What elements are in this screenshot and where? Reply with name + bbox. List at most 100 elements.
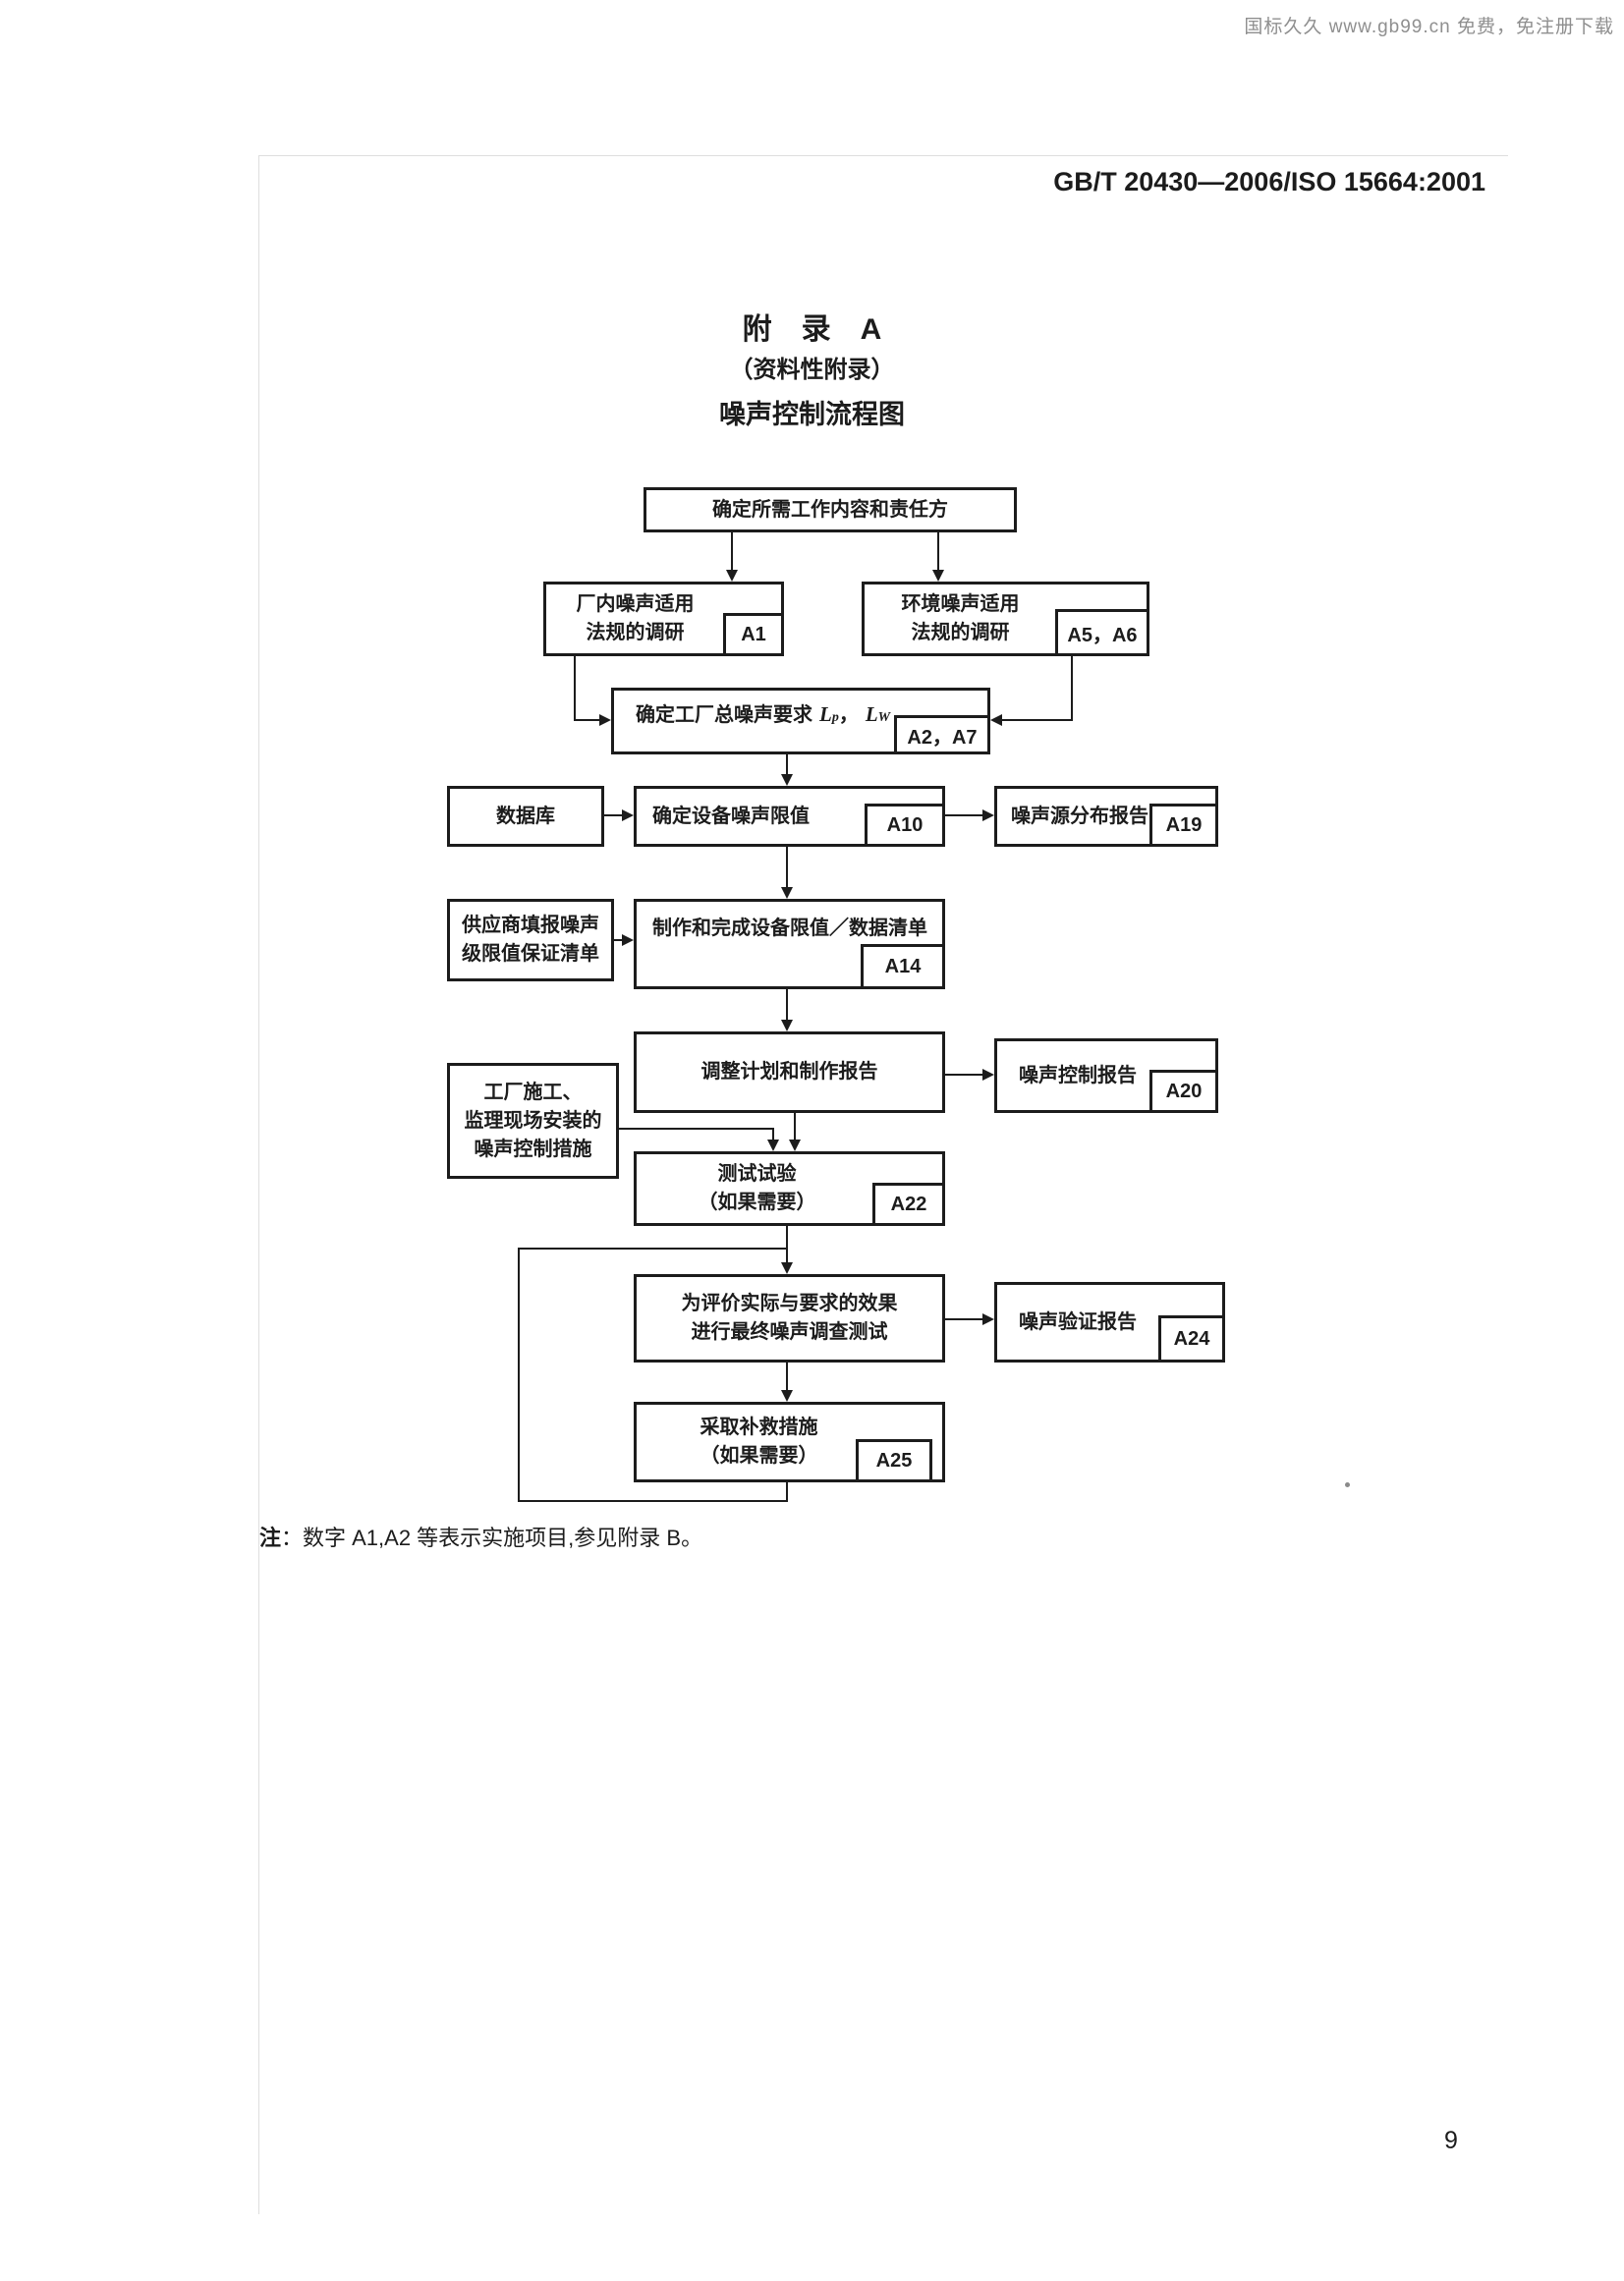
arrowhead-down [781,1390,793,1402]
box-label-line: 调整计划和制作报告 [700,1061,878,1083]
flow-box-noise-control-report: 噪声控制报告 A20 [994,1038,1218,1113]
box-label-line: 厂内噪声适用 [576,593,695,615]
activity-code: A2，A7 [894,715,990,754]
connector-line [1002,719,1073,721]
box-label-line: 采取补救措施 [700,1417,818,1438]
box-label-line: （如果需要） [698,1192,816,1213]
box-label: 确定设备噪声限值 [637,789,942,844]
flow-box-equipment-limit-data-list: 制作和完成设备限值／数据清单 A14 [634,899,945,989]
flow-box-supplier-noise-limit-guarantee-list: 供应商填报噪声 级限值保证清单 [447,899,614,981]
box-label: 调整计划和制作报告 [637,1034,942,1110]
flow-box-remedial-measures-if-needed: 采取补救措施 （如果需要） A25 [634,1402,945,1482]
activity-code: A5，A6 [1055,609,1149,656]
flow-box-construction-supervision-noise-control-measures: 工厂施工、 监理现场安装的 噪声控制措施 [447,1063,619,1179]
connector-line [1071,656,1073,721]
appendix-type-label: （资料性附录） [729,357,895,383]
scan-page-edge-left [258,155,259,2214]
scan-speck [1345,1482,1350,1487]
box-label: 为评价实际与要求的效果 进行最终噪声调查测试 [637,1277,942,1360]
footnote-text: ：数字 A1,A2 等表示实施项目,参见附录 B。 [281,1526,703,1550]
activity-code: A14 [861,944,945,989]
math-symbol-lp: L [819,702,832,726]
box-label: 供应商填报噪声 级限值保证清单 [450,902,611,978]
flowchart-title: 噪声控制流程图 [719,400,905,429]
connector-line [518,1248,520,1502]
connector-line [518,1500,788,1502]
connector-line [772,1128,774,1141]
connector-line [786,1482,788,1502]
box-label-line: 噪声控制报告 [1019,1064,1137,1086]
connector-line [604,814,624,816]
connector-line [614,939,624,941]
box-label: 采取补救措施 （如果需要） [637,1405,942,1479]
watermark-text: 国标久久 www.gb99.cn 免费，免注册下载 [1244,17,1614,37]
connector-line [786,1363,788,1391]
flow-box-database: 数据库 [447,786,604,847]
connector-line [574,719,601,721]
arrowhead-down [932,570,944,582]
connector-line [786,847,788,888]
box-label-line: 监理现场安装的 [464,1109,602,1132]
box-label-text: 确定工厂总噪声要求 [636,704,812,726]
footnote: 注：数字 A1,A2 等表示实施项目,参见附录 B。 [259,1521,702,1552]
arrowhead-right [982,1313,994,1325]
flow-box-noise-source-distribution-report: 噪声源分布报告 A19 [994,786,1218,847]
connector-line [518,1248,788,1250]
connector-line [945,814,984,816]
flow-box-noise-verification-report: 噪声验证报告 A24 [994,1282,1225,1363]
box-label: 测试试验 （如果需要） [637,1154,942,1223]
box-label-line: 级限值保证清单 [462,943,599,965]
box-label-line: 工厂施工、 [483,1081,583,1103]
box-label-line: 进行最终噪声调查测试 [691,1321,888,1343]
flow-box-equipment-noise-limits: 确定设备噪声限值 A10 [634,786,945,847]
box-label-line: （如果需要） [700,1445,818,1467]
scan-page-edge-top [258,155,1508,156]
activity-code: A1 [723,613,784,656]
box-label: 噪声控制报告 [997,1041,1215,1110]
activity-code: A20 [1149,1070,1218,1113]
flow-box-final-noise-survey-test: 为评价实际与要求的效果 进行最终噪声调查测试 [634,1274,945,1363]
box-label: 噪声源分布报告 [997,789,1215,844]
arrowhead-right [599,714,611,726]
connector-line [786,754,788,775]
connector-line [794,1113,796,1140]
flow-box-define-work-content-responsibility: 确定所需工作内容和责任方 [644,487,1017,532]
box-label-line: 法规的调研 [911,622,1010,643]
arrowhead-right [622,809,634,821]
appendix-title: 附 录 A [742,313,882,346]
arrowhead-right [982,1069,994,1081]
box-label-line: 确定所需工作内容和责任方 [712,498,948,521]
box-label: 噪声验证报告 [997,1285,1222,1360]
box-label-line: 制作和完成设备限值／数据清单 [652,918,927,939]
box-label-line: 确定设备噪声限值 [652,805,810,827]
activity-code: A22 [872,1183,945,1226]
arrowhead-left [990,714,1002,726]
arrowhead-down [767,1140,779,1151]
math-symbol-lw: L [865,702,878,726]
arrowhead-down [781,887,793,899]
box-label: 环境噪声适用 法规的调研 [865,584,1147,653]
connector-line [619,1128,774,1130]
box-label: 数据库 [450,789,601,844]
box-label-line: 为评价实际与要求的效果 [681,1293,898,1314]
box-label-line: 测试试验 [717,1163,797,1185]
standard-number: GB/T 20430—2006/ISO 15664:2001 [1053,167,1485,196]
box-label: 厂内噪声适用 法规的调研 [546,584,781,653]
box-label-line: 噪声源分布报告 [1011,805,1148,827]
footnote-label: 注 [259,1526,282,1550]
connector-line [786,1226,788,1263]
connector-line [786,989,788,1021]
box-label-line: 数据库 [496,805,555,827]
flow-box-test-trial-if-needed: 测试试验 （如果需要） A22 [634,1151,945,1226]
box-label-line: 供应商填报噪声 [462,915,599,936]
connector-line [945,1074,984,1076]
math-subscript-w: W [877,710,891,725]
arrowhead-down [781,1020,793,1031]
math-subscript-p: p [831,710,839,725]
arrowhead-right [982,809,994,821]
box-label: 确定所需工作内容和责任方 [646,490,1014,529]
activity-code: A24 [1158,1315,1225,1363]
